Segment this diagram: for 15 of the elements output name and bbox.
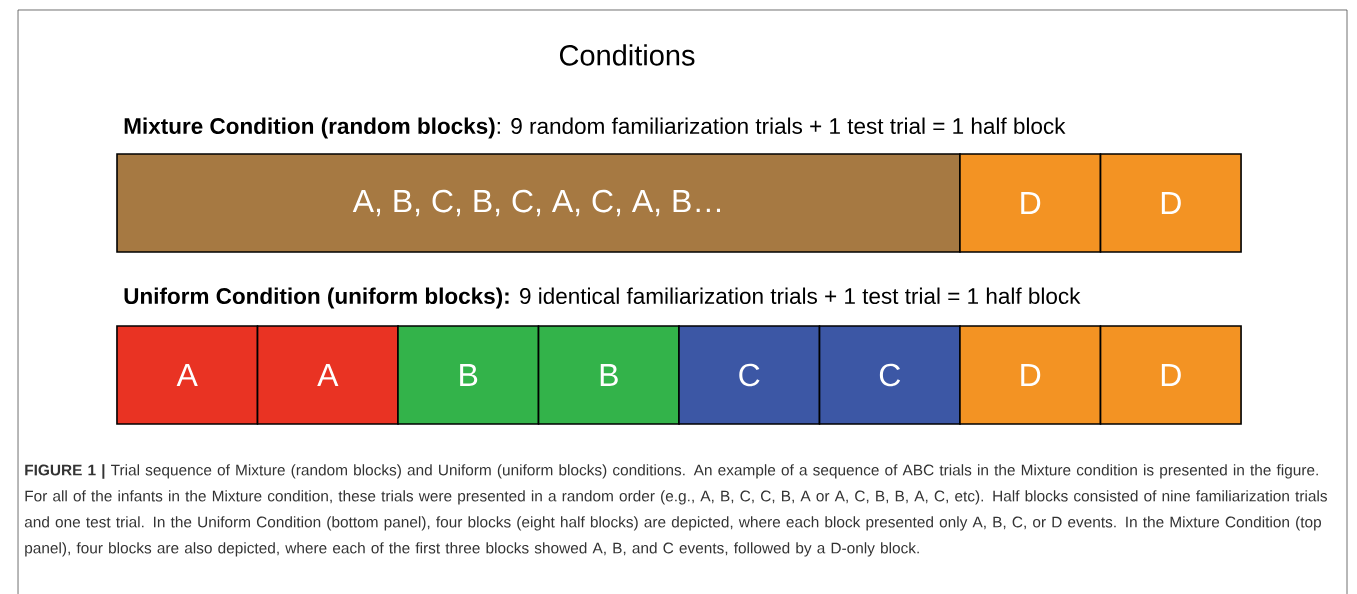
trial-block: A	[256, 325, 399, 425]
trial-block: B	[537, 325, 680, 425]
row-heading: Mixture Condition (random blocks): 9 random familiarization trials + 1 test trial = 1 half block	[124, 117, 1066, 139]
trial-block: D	[959, 153, 1102, 253]
trial-block: C	[818, 325, 961, 425]
trial-block: C	[678, 325, 821, 425]
trial-block: A	[116, 325, 259, 425]
trial-block: B	[397, 325, 540, 425]
title: Conditions	[559, 44, 695, 66]
caption: FIGURE 1 | Trial sequence of Mixture (random blocks) and Uniform (uniform blocks) conditions. An example of a sequence of ABC trials in the Mixture condition is presented in the figure. For all of the infants in the Mixture condition, these trials were presented in a random order (e.g., A, B, C, C, B, A or A, C, B, B, A, C, etc). Half blocks consisted of nine familiarization trials and one test trial. In the Uniform Condition (bottom panel), four blocks (eight half blocks) are depicted, where each block presented only A, B, C, or D events. In the Mixture Condition (top panel), four blocks are also depicted, where each of the first three blocks showed A, B, and C events, followed by a D-only block.	[24, 464, 1327, 557]
trial-block: D	[1099, 153, 1242, 253]
trial-block: D	[959, 325, 1102, 425]
trial-block: A, B, C, B, C, A, C, A, B…	[116, 153, 961, 253]
trial-block: D	[1099, 325, 1242, 425]
row-heading: Uniform Condition (uniform blocks): 9 identical familiarization trials + 1 test trial = 1 half block	[124, 287, 1081, 309]
